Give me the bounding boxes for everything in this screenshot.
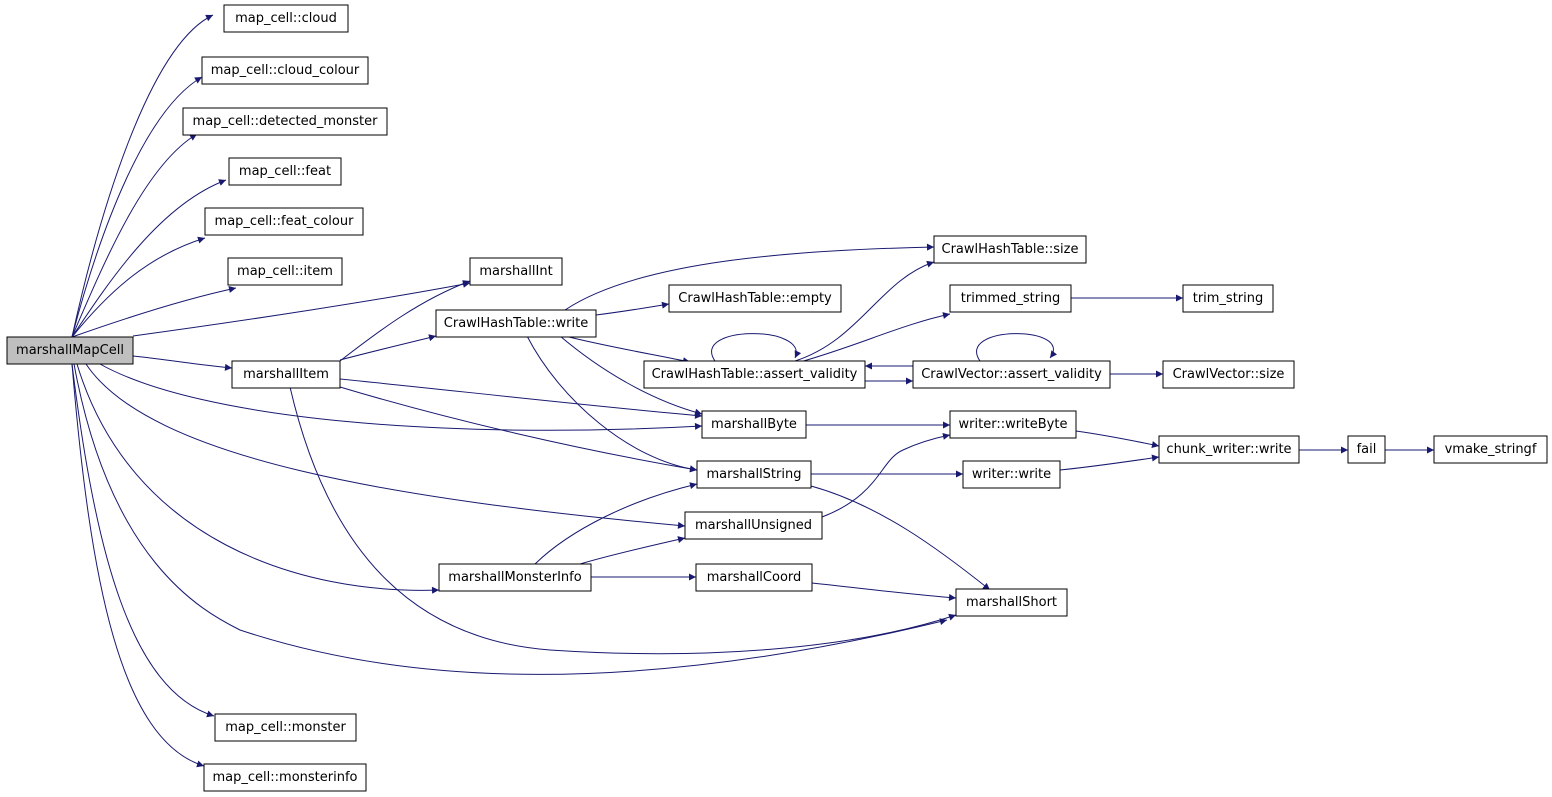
edge-mapcell-monster (71, 363, 215, 718)
node-crawlvector-assert-validity[interactable]: CrawlVector::assert_validity (912, 360, 1111, 389)
edge-chtwrite-chtsize (564, 243, 935, 311)
node-label: marshallMapCell (16, 343, 124, 358)
node-label: map_cell::monsterinfo (213, 770, 358, 785)
node-map-cell-feat-colour[interactable]: map_cell::feat_colour (204, 207, 364, 236)
edge-chtwrite-chtassert (564, 335, 691, 365)
edge-mapcell-marshallmonsterinfo (76, 363, 440, 594)
node-label: map_cell::feat_colour (215, 214, 355, 229)
node-label: writer::writeByte (959, 417, 1068, 432)
edge-chtassert-chtsize (794, 260, 935, 362)
node-label: CrawlVector::size (1173, 367, 1285, 382)
node-label: chunk_writer::write (1166, 442, 1291, 457)
node-fail[interactable]: fail (1347, 435, 1386, 464)
edge-chtwrite-chtempty (595, 301, 670, 316)
edge-item-marshallbyte (339, 378, 703, 419)
edge-mapcell-cloud (71, 14, 214, 338)
edge-item-marshallshort (289, 386, 957, 655)
nodes: marshallMapCell map_cell::cloud map_cell… (6, 4, 1548, 792)
node-label: vmake_stringf (1445, 442, 1537, 457)
node-label: marshallByte (711, 417, 797, 432)
edge-item-chtwrite (339, 334, 437, 361)
node-map-cell-feat[interactable]: map_cell::feat (228, 157, 342, 186)
node-marshallstring[interactable]: marshallString (696, 460, 812, 489)
edge-item-marshallint (339, 280, 471, 362)
node-map-cell-item[interactable]: map_cell::item (227, 257, 343, 286)
node-marshallbyte[interactable]: marshallByte (701, 410, 807, 439)
edge-mapcell-detected-monster (71, 133, 198, 338)
node-marshallmapcell[interactable]: marshallMapCell (6, 336, 134, 365)
edge-mapcell-item (71, 286, 237, 338)
node-chunk-writer-write[interactable]: chunk_writer::write (1158, 435, 1300, 464)
edge-cvassert-self (976, 333, 1058, 362)
node-label: marshallItem (243, 367, 329, 382)
node-map-cell-detected-monster[interactable]: map_cell::detected_monster (182, 107, 388, 136)
edge-mapcell-feat (71, 179, 227, 338)
node-label: marshallString (707, 467, 802, 482)
edge-mapcell-marshallint (132, 280, 471, 337)
node-marshallitem[interactable]: marshallItem (231, 360, 341, 389)
node-map-cell-cloud-colour[interactable]: map_cell::cloud_colour (201, 56, 369, 85)
edge-mapcell-marshallshort-a (73, 363, 948, 675)
node-label: map_cell::cloud (235, 11, 337, 26)
node-trim-string[interactable]: trim_string (1182, 284, 1274, 313)
node-label: map_cell::cloud_colour (211, 63, 360, 78)
edge-marshallstring-marshallshort (810, 485, 991, 591)
node-label: CrawlVector::assert_validity (921, 367, 1102, 382)
node-crawlhashtable-assert-validity[interactable]: CrawlHashTable::assert_validity (643, 360, 866, 389)
node-map-cell-monsterinfo[interactable]: map_cell::monsterinfo (203, 763, 367, 792)
edge-marshallcoord-marshallshort (811, 582, 957, 601)
edge-writerwrite-chunkwrite (1059, 454, 1160, 471)
node-label: trimmed_string (961, 291, 1060, 306)
node-label: map_cell::monster (225, 720, 346, 735)
node-trimmed-string[interactable]: trimmed_string (949, 284, 1072, 313)
node-label: map_cell::feat (239, 164, 331, 179)
node-label: marshallMonsterInfo (448, 570, 581, 585)
node-label: marshallShort (966, 595, 1057, 610)
edge-chtassert-trimmed (799, 312, 951, 363)
node-label: map_cell::detected_monster (193, 114, 379, 129)
node-label: marshallCoord (707, 570, 802, 585)
node-writer-write[interactable]: writer::write (962, 460, 1061, 489)
node-label: CrawlHashTable::assert_validity (652, 367, 858, 382)
edge-mapcell-monsterinfo (71, 363, 205, 768)
edge-mapcell-marshallbyte (99, 363, 703, 431)
node-marshallunsigned[interactable]: marshallUnsigned (684, 511, 823, 540)
node-label: marshallInt (479, 264, 552, 279)
node-label: marshallUnsigned (695, 518, 812, 533)
node-marshallmonsterinfo[interactable]: marshallMonsterInfo (438, 563, 592, 592)
edge-mapcell-feat-colour (71, 236, 206, 338)
node-map-cell-cloud[interactable]: map_cell::cloud (223, 4, 349, 33)
edge-mminfo-marshallstring (534, 482, 698, 565)
node-marshallint[interactable]: marshallInt (469, 257, 563, 286)
edge-chtwrite-marshallstring (526, 335, 698, 473)
node-crawlhashtable-size[interactable]: CrawlHashTable::size (933, 235, 1087, 264)
edge-mapcell-marshallitem (132, 355, 233, 371)
edge-chtassert-self (711, 333, 802, 362)
edges (71, 14, 1434, 768)
node-crawlvector-size[interactable]: CrawlVector::size (1162, 360, 1295, 389)
edge-chtwrite-marshallbyte (559, 335, 703, 416)
node-label: writer::write (972, 467, 1051, 482)
node-label: fail (1357, 442, 1377, 457)
node-writer-writebyte[interactable]: writer::writeByte (949, 410, 1077, 439)
node-vmake-stringf[interactable]: vmake_stringf (1433, 435, 1548, 464)
edge-marshallunsigned-writebyte (821, 432, 951, 518)
node-crawlhashtable-write[interactable]: CrawlHashTable::write (435, 309, 597, 338)
node-map-cell-monster[interactable]: map_cell::monster (214, 713, 357, 742)
edge-item-marshallstring (339, 386, 698, 473)
edge-mapcell-marshallunsigned (85, 363, 686, 529)
node-label: map_cell::item (237, 264, 333, 279)
node-marshallcoord[interactable]: marshallCoord (695, 563, 813, 592)
edge-mapcell-cloud-colour (71, 76, 203, 338)
node-label: CrawlHashTable::size (942, 242, 1079, 257)
node-label: CrawlHashTable::write (444, 316, 588, 331)
node-label: trim_string (1193, 291, 1264, 306)
edge-mminfo-marshallunsigned (579, 536, 686, 565)
edge-writebyte-chunkwrite (1075, 430, 1160, 449)
node-marshallshort[interactable]: marshallShort (955, 588, 1068, 617)
node-label: CrawlHashTable::empty (678, 291, 832, 306)
node-crawlhashtable-empty[interactable]: CrawlHashTable::empty (668, 284, 842, 313)
